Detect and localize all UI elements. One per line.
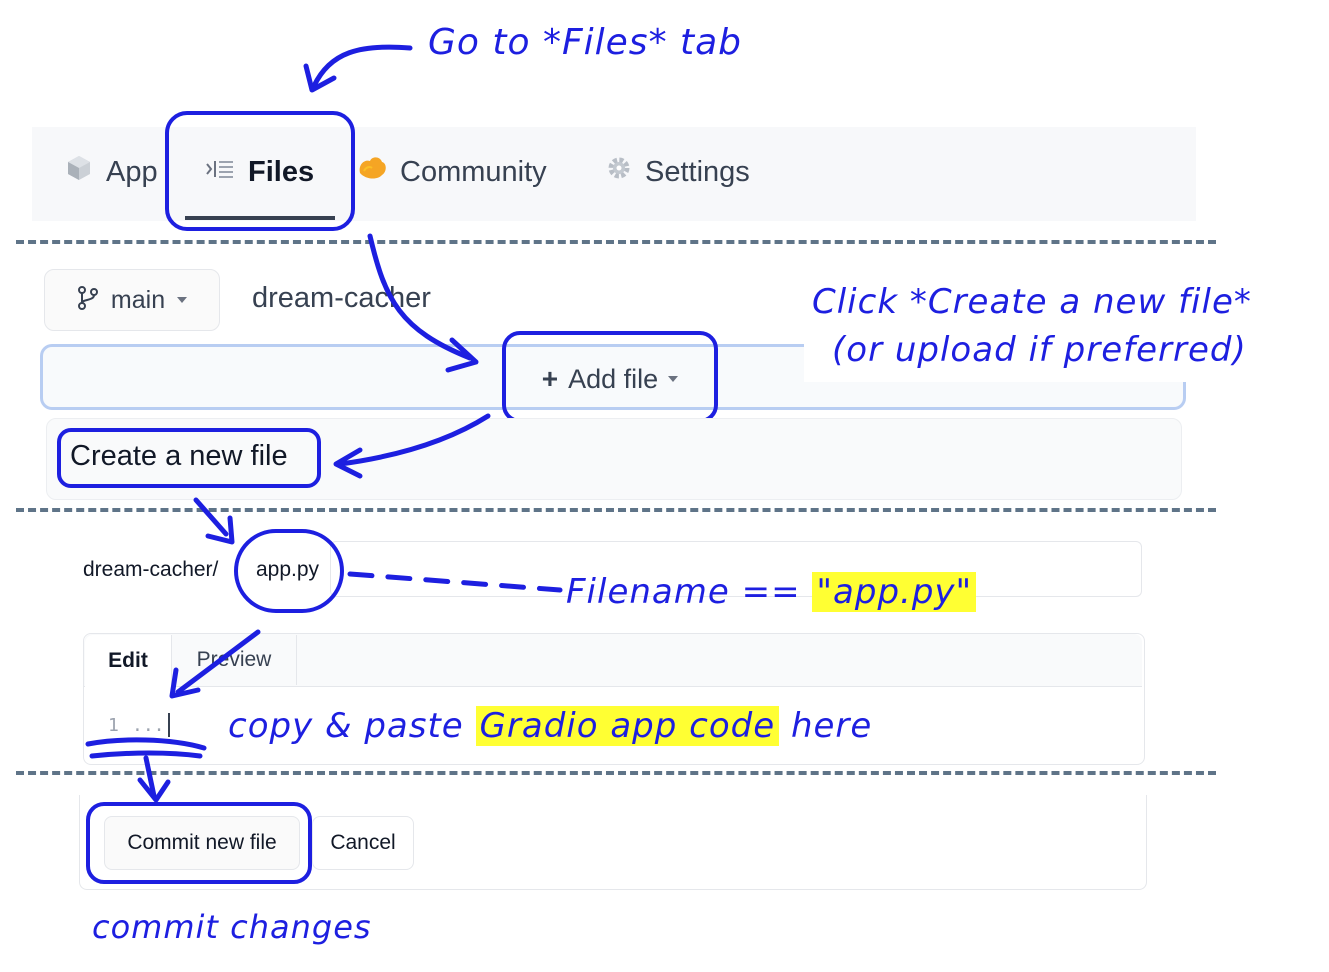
community-icon bbox=[356, 153, 388, 191]
annotation-copy-paste: copy & paste Gradio app code here bbox=[228, 706, 872, 746]
highlight-create-new-file bbox=[57, 428, 321, 488]
annotation-click-create-2: (or upload if preferred) bbox=[832, 330, 1247, 370]
tab-app-label: App bbox=[106, 155, 158, 188]
chevron-down-icon bbox=[668, 376, 679, 382]
tab-files[interactable]: Files bbox=[204, 150, 314, 194]
gear-icon bbox=[605, 154, 633, 190]
text-cursor bbox=[168, 713, 170, 737]
tab-community-label: Community bbox=[400, 155, 547, 188]
tab-edit[interactable]: Edit bbox=[85, 635, 172, 687]
section-divider bbox=[16, 771, 1216, 775]
annotation-filename: Filename == "app.py" bbox=[566, 572, 977, 612]
file-path-prefix: dream-cacher/ bbox=[83, 558, 219, 581]
tab-settings-label: Settings bbox=[645, 155, 750, 188]
section-divider bbox=[16, 240, 1216, 244]
annotation-backdrop bbox=[804, 276, 1304, 382]
plus-icon: + bbox=[541, 363, 559, 394]
highlight-files-tab bbox=[165, 111, 355, 231]
section-divider bbox=[16, 508, 1216, 512]
space-tab-bar bbox=[32, 127, 1196, 221]
active-tab-indicator bbox=[185, 216, 335, 220]
cube-icon bbox=[64, 153, 94, 191]
commit-new-file-button[interactable]: Commit new file bbox=[104, 816, 300, 870]
annotation-copy-prefix: copy & paste bbox=[228, 706, 464, 746]
tab-community[interactable]: Community bbox=[356, 150, 547, 194]
cancel-button[interactable]: Cancel bbox=[312, 816, 414, 870]
editor-tab-bar bbox=[84, 634, 1142, 687]
add-file-button[interactable]: + Add file bbox=[516, 350, 704, 408]
chevron-down-icon bbox=[177, 297, 188, 303]
annotation-commit: commit changes bbox=[92, 908, 372, 946]
highlight-filename bbox=[234, 529, 344, 613]
annotation-filename-prefix: Filename == bbox=[566, 572, 801, 612]
annotation-filename-value: "app.py" bbox=[812, 572, 977, 612]
add-file-label: Add file bbox=[568, 363, 659, 394]
tab-app[interactable]: App bbox=[64, 150, 158, 194]
highlight-commit-button bbox=[86, 802, 312, 884]
annotation-click-create-1: Click *Create a new file* bbox=[812, 282, 1252, 322]
menu-item-create-new-file[interactable]: Create a new file bbox=[70, 440, 288, 472]
line-content: ... bbox=[132, 715, 165, 736]
branch-icon bbox=[77, 285, 99, 316]
branch-name: main bbox=[110, 285, 166, 314]
line-number: 1 bbox=[108, 715, 119, 736]
annotation-copy-highlight: Gradio app code bbox=[475, 706, 780, 746]
commit-panel bbox=[79, 795, 1147, 890]
branch-selector[interactable]: main bbox=[44, 269, 220, 331]
annotation-go-to-files: Go to *Files* tab bbox=[428, 22, 743, 63]
tab-files-label: Files bbox=[248, 155, 315, 188]
annotation-copy-suffix: here bbox=[790, 706, 873, 746]
tab-settings[interactable]: Settings bbox=[605, 150, 750, 194]
files-icon bbox=[204, 156, 236, 189]
